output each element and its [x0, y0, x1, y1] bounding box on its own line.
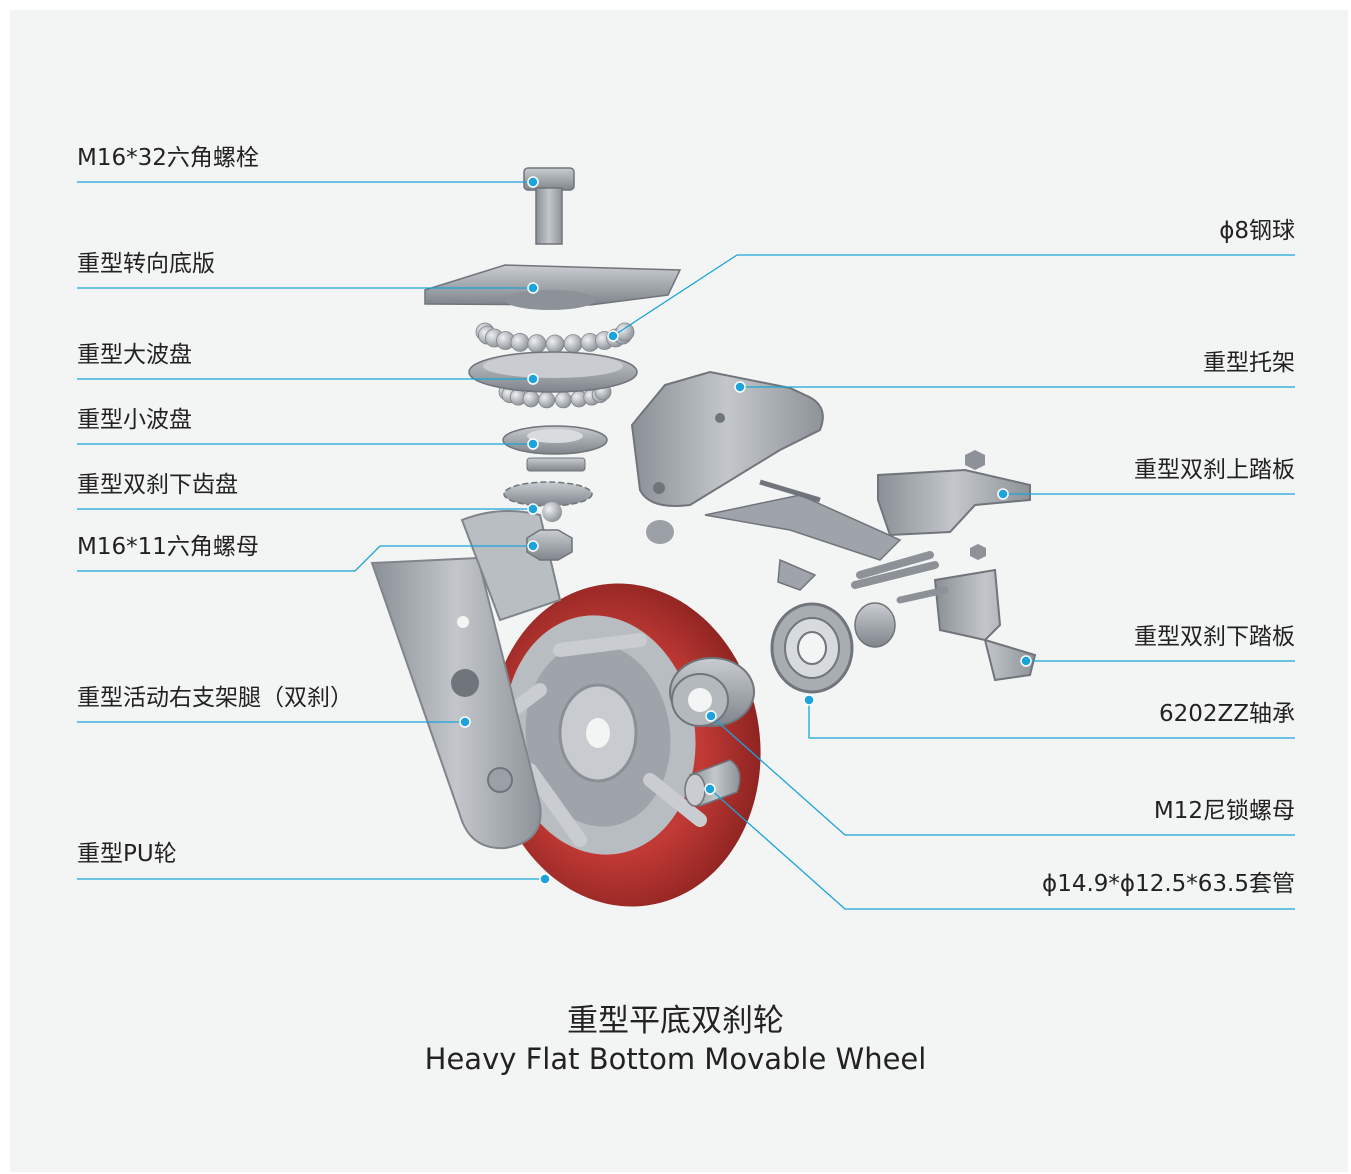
linkage-part	[704, 479, 986, 591]
steel-ball	[510, 332, 530, 352]
leader-dot-top-plate	[527, 282, 539, 294]
bracket-part	[630, 370, 824, 544]
label-hex-nut: M16*11六角螺母	[77, 534, 259, 560]
label-support-leg: 重型活动右支架腿（双刹）	[77, 685, 353, 711]
label-lower-gear: 重型双刹下齿盘	[77, 472, 238, 498]
label-bolt: M16*32六角螺栓	[77, 145, 259, 171]
figure-panel	[10, 10, 1348, 1172]
leader-line-steel-ball	[612, 254, 1295, 337]
caption-title-zh: 重型平底双刹轮	[567, 1003, 784, 1039]
leader-dot-hex-nut	[527, 540, 539, 552]
leader-dot-lower-pedal	[1020, 655, 1032, 667]
lower-gear-part	[503, 481, 593, 507]
leader-dot-steel-ball	[607, 330, 619, 342]
leader-dot-lower-gear	[527, 503, 539, 515]
leader-dot-upper-pedal	[997, 488, 1009, 500]
lower-pedal-part	[896, 568, 1037, 682]
leader-lines	[77, 181, 1295, 910]
leader-line-hex-nut	[77, 545, 533, 572]
leader-dots	[459, 176, 1032, 885]
label-nylock-nut: M12尼锁螺母	[1153, 798, 1295, 824]
label-small-race: 重型小波盘	[77, 407, 192, 433]
leader-dot-bracket	[734, 381, 746, 393]
large-race-part	[468, 351, 638, 393]
steel-ball	[563, 334, 583, 353]
hex-nut-part	[526, 502, 573, 561]
leader-line-nylock-nut	[710, 715, 1295, 836]
sleeve-part	[684, 759, 741, 807]
label-bearing: 6202ZZ轴承	[1158, 701, 1295, 727]
label-sleeve: ϕ14.9*ϕ12.5*63.5套管	[1042, 871, 1295, 897]
steel-ball	[538, 391, 556, 409]
leader-line-bearing	[808, 700, 1295, 739]
bearing-part	[770, 602, 896, 694]
leader-line-sleeve	[709, 788, 1295, 910]
label-steel-ball: ϕ8钢球	[1219, 218, 1295, 244]
label-lower-pedal: 重型双刹下踏板	[1134, 624, 1295, 650]
leader-dot-large-race	[527, 373, 539, 385]
leader-dot-bolt	[527, 176, 539, 188]
steel-ball	[527, 334, 547, 353]
leader-dot-sleeve	[704, 783, 716, 795]
small-race-part	[502, 425, 608, 472]
steel-ball	[545, 334, 565, 354]
label-upper-pedal: 重型双刹上踏板	[1134, 457, 1295, 483]
leader-dot-nylock-nut	[705, 710, 717, 722]
leader-dot-support-leg	[459, 716, 471, 728]
upper-pedal-part	[877, 450, 1031, 537]
caption-title-en: Heavy Flat Bottom Movable Wheel	[424, 1042, 927, 1076]
top-plate-part	[424, 264, 682, 310]
steel-ball	[554, 391, 572, 409]
label-large-race: 重型大波盘	[77, 342, 192, 368]
leader-dot-pu-wheel	[539, 873, 551, 885]
bolt-part	[523, 167, 575, 245]
label-top-plate: 重型转向底版	[77, 251, 215, 277]
leader-dot-bearing	[803, 694, 815, 706]
caster-illustration	[370, 167, 1037, 907]
label-bracket: 重型托架	[1203, 350, 1295, 376]
leader-dot-small-race	[527, 438, 539, 450]
label-pu-wheel: 重型PU轮	[77, 841, 177, 867]
steel-ball	[522, 390, 540, 408]
